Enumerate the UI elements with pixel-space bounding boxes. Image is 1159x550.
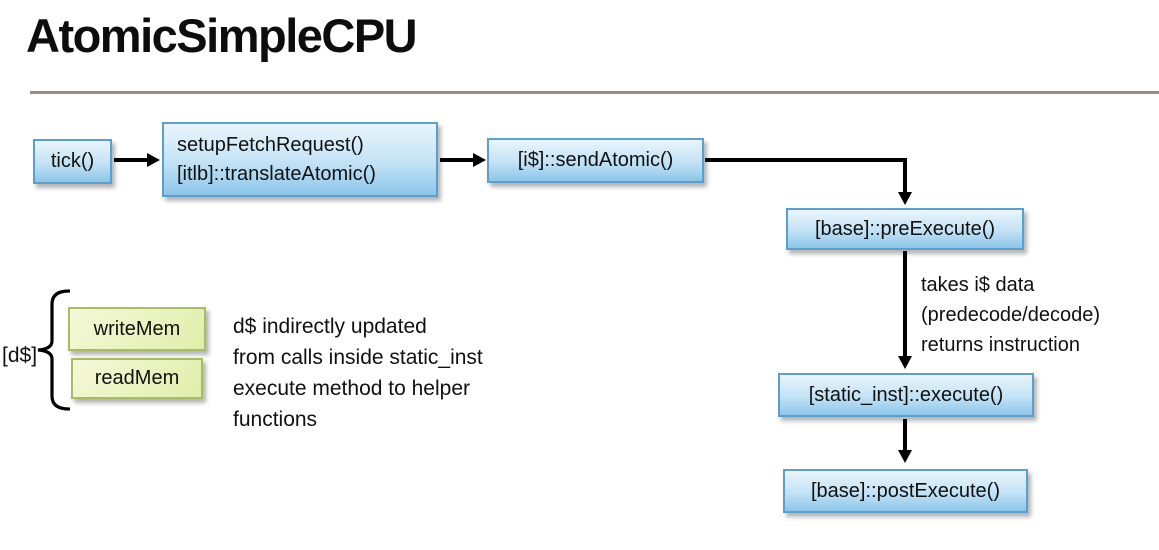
arrow-execute-post-line [903, 419, 907, 452]
dcache-note-line: d$ indirectly updated [233, 315, 427, 338]
node-execute: [static_inst]::execute() [778, 373, 1034, 417]
arrow-tick-fetch-head [147, 153, 160, 167]
arrow-pre-execute-line [903, 251, 907, 358]
arrow-fetch-send-head [473, 153, 486, 167]
node-read-mem: readMem [71, 358, 203, 399]
dcache-brace [37, 289, 70, 411]
node-post-execute-label: [base]::postExecute() [811, 479, 1000, 502]
node-write-mem: writeMem [68, 307, 206, 351]
arrow-fetch-send-line [440, 158, 473, 162]
node-execute-label: [static_inst]::execute() [808, 383, 1004, 406]
arrow-send-pre-vline [903, 158, 907, 193]
title-divider [30, 91, 1159, 94]
node-send-atomic: [i$]::sendAtomic() [487, 138, 704, 183]
dcache-note-line: from calls inside static_inst [233, 346, 483, 369]
node-write-mem-label: writeMem [93, 317, 181, 340]
dcache-note: d$ indirectly updated from calls inside … [233, 311, 483, 435]
node-fetch-translate: setupFetchRequest() [itlb]::translateAto… [162, 122, 438, 197]
decode-note-line: returns instruction [921, 334, 1080, 356]
decode-note: takes i$ data (predecode/decode) returns… [921, 270, 1100, 360]
arrow-send-pre-head [898, 192, 912, 205]
node-fetch-line1: setupFetchRequest() [177, 133, 364, 156]
node-read-mem-label: readMem [94, 367, 180, 389]
arrow-pre-execute-head [898, 356, 912, 369]
arrow-execute-post-head [898, 450, 912, 463]
arrow-tick-fetch-line [114, 158, 147, 162]
node-fetch-line2: [itlb]::translateAtomic() [177, 162, 376, 185]
dcache-note-line: execute method to helper [233, 377, 470, 400]
decode-note-line: takes i$ data [921, 274, 1035, 296]
dcache-label: [d$] [2, 344, 38, 367]
node-tick: tick() [33, 139, 112, 184]
node-post-execute: [base]::postExecute() [783, 469, 1028, 513]
page-title: AtomicSimpleCPU [26, 9, 418, 62]
node-tick-label: tick() [50, 150, 95, 172]
dcache-note-line: functions [233, 408, 318, 431]
node-pre-execute: [base]::preExecute() [786, 208, 1024, 250]
arrow-send-pre-hline [705, 158, 907, 162]
decode-note-line: (predecode/decode) [921, 304, 1101, 326]
node-pre-execute-label: [base]::preExecute() [814, 217, 996, 240]
node-send-atomic-label: [i$]::sendAtomic() [517, 149, 674, 171]
